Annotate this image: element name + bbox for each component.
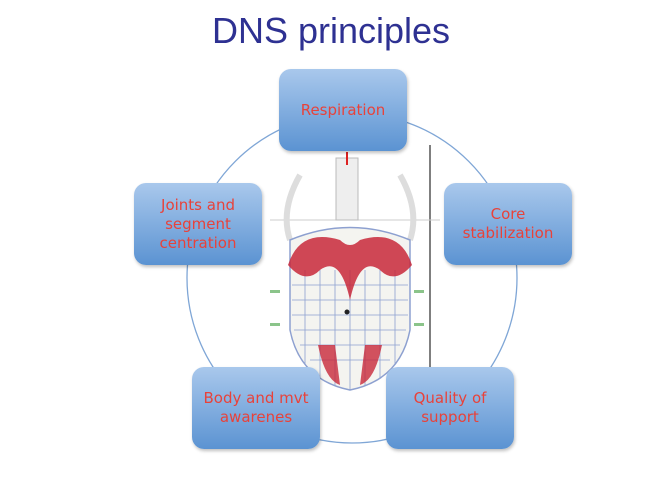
node-joints-centration: Joints and segment centration [134,183,262,265]
node-respiration: Respiration [279,69,407,151]
node-body-awareness: Body and mvt awarenes [192,367,320,449]
torso-illustration [270,145,440,391]
node-core-stabilization: Core stabilization [444,183,572,265]
node-label: Respiration [300,100,386,119]
node-label: Joints and segment centration [159,195,237,252]
node-label: Quality of support [413,389,487,426]
node-quality-of-support: Quality of support [386,367,514,449]
slide-title: DNS principles [211,10,451,51]
node-label: Core stabilization [462,205,554,242]
node-label: Body and mvt awarenes [203,389,309,426]
